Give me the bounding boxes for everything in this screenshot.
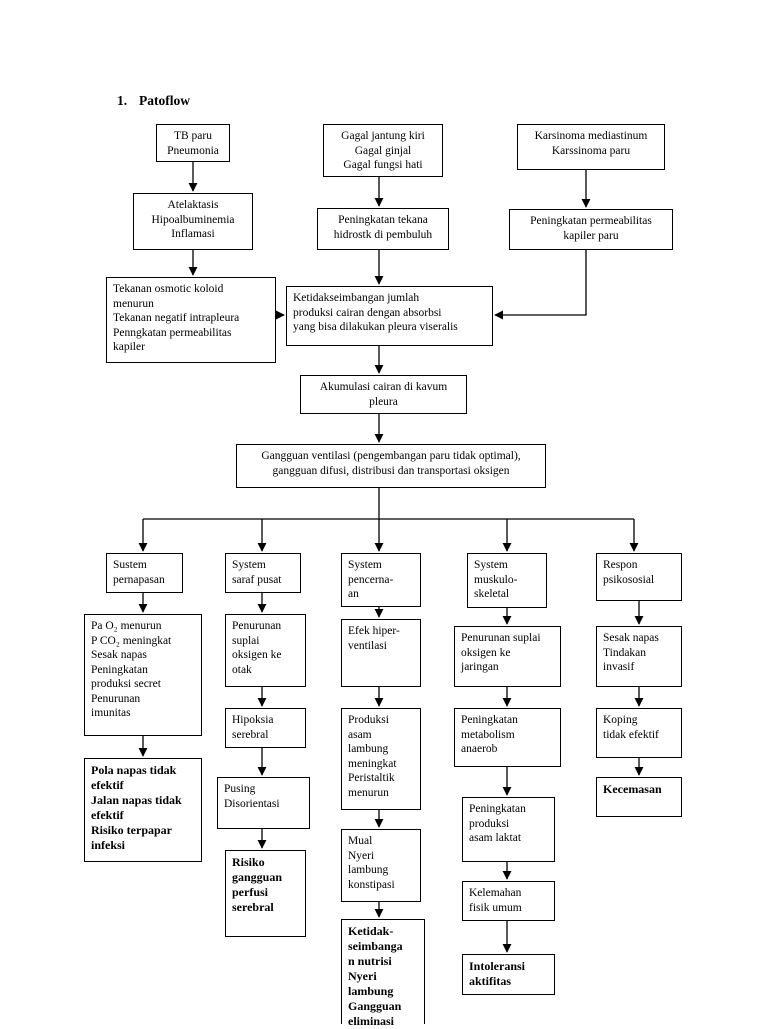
node-gagal-organ: Gagal jantung kiri Gagal ginjal Gagal fu… bbox=[323, 124, 443, 177]
node-col5-diagnosa: Kecemasan bbox=[596, 777, 682, 817]
node-tekanan-hidrostatik: Peningkatan tekana hidrostk di pembuluh bbox=[317, 208, 449, 250]
node-col3-diagnosa: Ketidak- seimbanga n nutrisi Nyeri lambu… bbox=[341, 919, 425, 1028]
node-col4-sistem-muskuloskeletal: System muskulo- skeletal bbox=[467, 553, 547, 608]
node-col3-efek-hiperventilasi: Efek hiper- ventilasi bbox=[341, 619, 421, 687]
node-col4-penurunan-suplai: Penurunan suplai oksigen ke jaringan bbox=[454, 626, 561, 687]
node-col1-gejala: Pa O₂ menurun P CO₂ meningkat Sesak napa… bbox=[84, 614, 202, 736]
page-title: 1. Patoflow bbox=[117, 93, 190, 109]
node-col3-produksi-asam: Produksi asam lambung meningkat Peristal… bbox=[341, 708, 421, 810]
node-permeabilitas-kapiler: Peningkatan permeabilitas kapiler paru bbox=[509, 209, 673, 250]
node-col2-penurunan-suplai: Penurunan suplai oksigen ke otak bbox=[225, 614, 306, 687]
node-col3-mual: Mual Nyeri lambung konstipasi bbox=[341, 829, 421, 902]
node-tekanan-osmotic: Tekanan osmotic koloid menurun Tekanan n… bbox=[106, 277, 276, 363]
node-col1-sistem-pernapasan: Sustem pernapasan bbox=[106, 553, 183, 593]
node-col4-metabolisme: Peningkatan metabolism anaerob bbox=[454, 708, 561, 767]
title-number: 1. bbox=[117, 93, 128, 108]
node-col2-sistem-saraf: System saraf pusat bbox=[225, 553, 301, 593]
node-col4-asam-laktat: Peningkatan produksi asam laktat bbox=[462, 797, 555, 862]
node-col2-hipoksia: Hipoksia serebral bbox=[225, 708, 306, 748]
node-ketidakseimbangan: Ketidakseimbangan jumlah produksi cairan… bbox=[286, 286, 493, 346]
node-atelektasis: Atelaktasis Hipoalbuminemia Inflamasi bbox=[133, 193, 253, 250]
node-karsinoma: Karsinoma mediastinum Karssinoma paru bbox=[517, 124, 665, 170]
node-col3-sistem-pencernaan: System pencerna- an bbox=[341, 553, 421, 607]
node-col4-kelemahan: Kelemahan fisik umum bbox=[462, 881, 555, 921]
node-col5-koping: Koping tidak efektif bbox=[596, 708, 682, 758]
node-gangguan-ventilasi: Gangguan ventilasi (pengembangan paru ti… bbox=[236, 444, 546, 488]
node-col1-diagnosa: Pola napas tidak efektif Jalan napas tid… bbox=[84, 758, 202, 862]
node-akumulasi-cairan: Akumulasi cairan di kavum pleura bbox=[300, 375, 467, 414]
title-text: Patoflow bbox=[139, 93, 190, 108]
node-col2-diagnosa: Risiko gangguan perfusi serebral bbox=[225, 850, 306, 937]
node-col5-respon-psikososial: Respon psikososial bbox=[596, 553, 682, 601]
node-col4-diagnosa: Intoleransi aktifitas bbox=[462, 954, 555, 995]
arrow-permeabilitas-ketidakseimbangan bbox=[494, 250, 587, 320]
node-col2-pusing: Pusing Disorientasi bbox=[217, 777, 310, 829]
node-tb-pneumonia: TB paru Pneumonia bbox=[156, 124, 230, 162]
node-col5-sesak-napas: Sesak napas Tindakan invasif bbox=[596, 626, 682, 687]
